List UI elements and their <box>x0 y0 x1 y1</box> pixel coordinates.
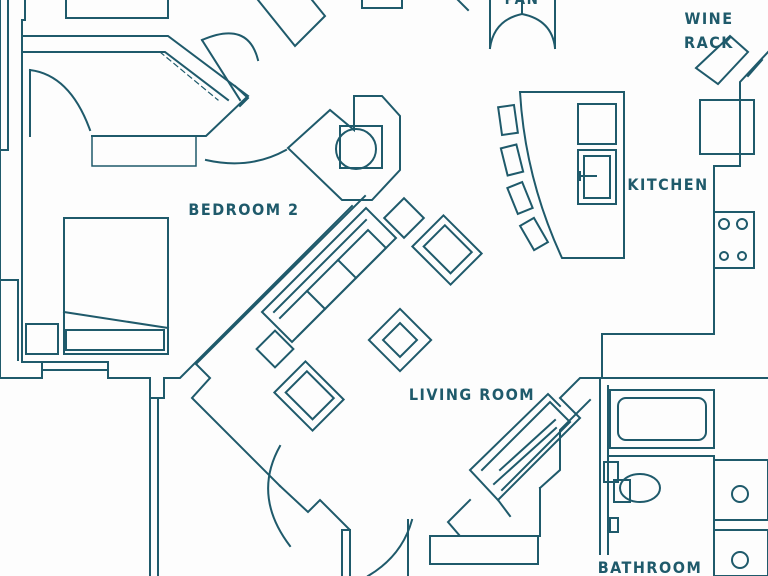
kitchen-counter <box>601 34 768 379</box>
wine-rack-label-line2: RACK <box>684 33 734 52</box>
bedroom-bottom-wall <box>41 194 367 576</box>
living-armchairs <box>272 213 484 433</box>
sofa <box>255 196 426 369</box>
left-exterior-wall <box>0 0 43 379</box>
pantry-label: PAN <box>505 0 540 8</box>
bathroom <box>599 377 768 576</box>
kitchen-label: KITCHEN <box>627 175 708 194</box>
laundry-closet <box>286 95 401 201</box>
bed <box>25 217 170 355</box>
bathroom-label: BATHROOM <box>598 558 703 576</box>
wine-rack-label-line1: WINE <box>684 9 733 28</box>
bedroom-door <box>200 0 403 165</box>
pantry-doors <box>456 0 557 50</box>
living-room-label: LIVING ROOM <box>409 385 535 404</box>
entry-door <box>267 444 414 576</box>
bedroom-closet <box>21 0 250 167</box>
bedroom-2-label: BEDROOM 2 <box>188 200 299 219</box>
fireplace-wall <box>429 377 601 565</box>
kitchen-island <box>496 91 625 259</box>
